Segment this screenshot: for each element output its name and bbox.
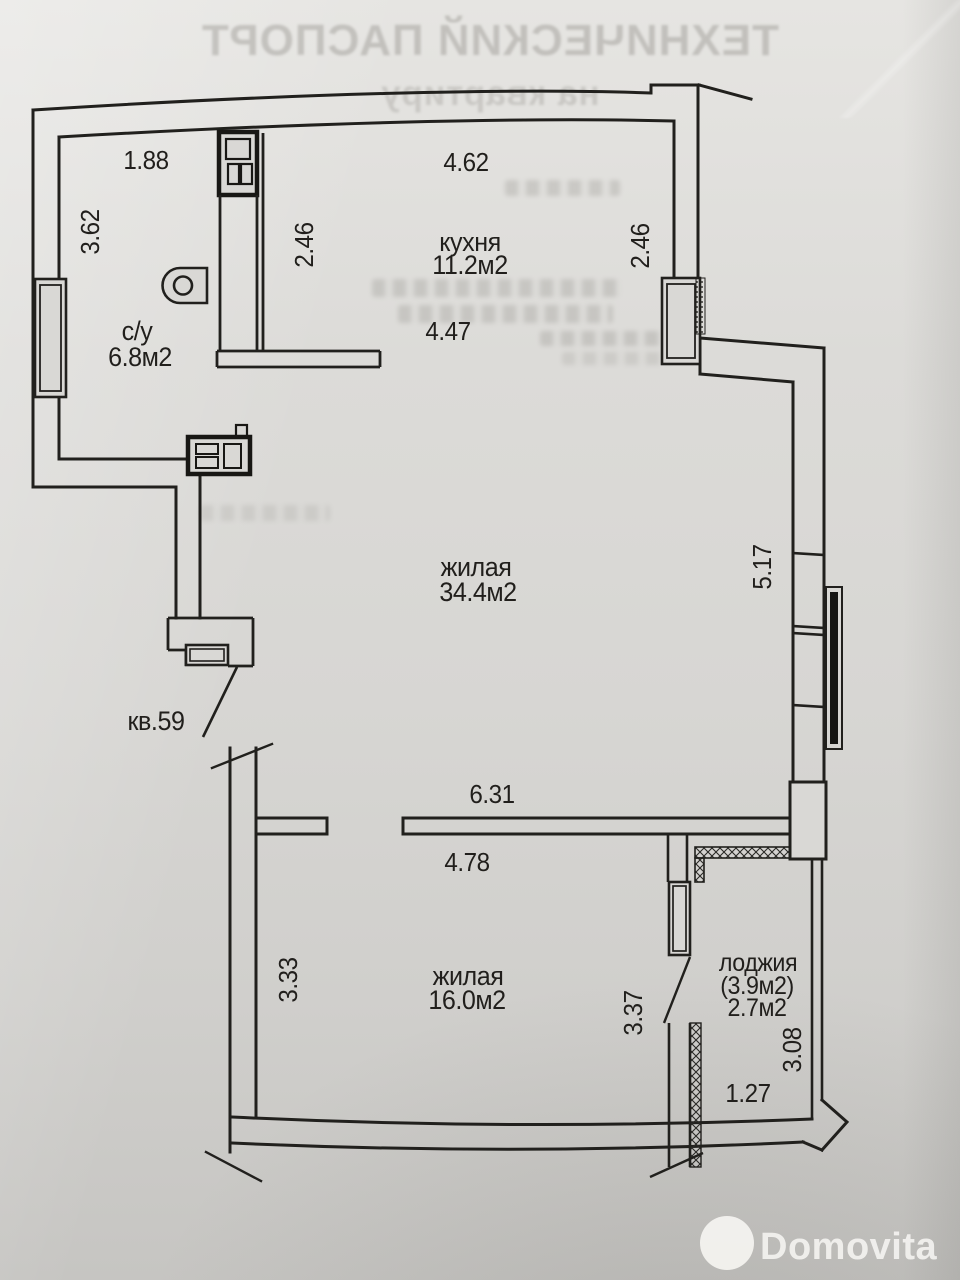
bleed-smudge bbox=[505, 180, 620, 196]
room-label-living-second-name: жилая bbox=[432, 960, 504, 991]
dim-label-1-88: 1.88 bbox=[123, 145, 169, 175]
dim-label-3-37: 3.37 bbox=[618, 990, 648, 1036]
bleed-smudge bbox=[540, 331, 690, 346]
bleed-smudge bbox=[200, 505, 330, 521]
bleed-smudge bbox=[562, 352, 670, 365]
dim-label-2-46-left: 2.46 bbox=[289, 222, 319, 268]
dim-label-1-27: 1.27 bbox=[725, 1078, 771, 1108]
room-label-living-second-area: 16.0м2 bbox=[428, 984, 506, 1015]
dim-label-3-08: 3.08 bbox=[777, 1027, 807, 1073]
room-label-loggia-name: лоджия bbox=[718, 948, 798, 977]
room-label-loggia-area: 2.7м2 bbox=[727, 993, 787, 1022]
watermark-logo-circle bbox=[700, 1216, 754, 1270]
room-label-loggia-area-gross: (3.9м2) bbox=[720, 971, 794, 1000]
room-label-bathroom-area: 6.8м2 bbox=[108, 341, 172, 372]
dim-label-6-31: 6.31 bbox=[469, 779, 515, 809]
apartment-number-label: кв.59 bbox=[127, 705, 185, 736]
room-label-bathroom-name: с/у bbox=[121, 315, 153, 346]
dim-label-4-62: 4.62 bbox=[443, 147, 489, 177]
bleed-smudge bbox=[398, 305, 613, 323]
loggia-walls bbox=[649, 834, 791, 1179]
bleed-smudge bbox=[372, 279, 622, 297]
fixtures bbox=[33, 266, 706, 477]
entry-vestibule bbox=[166, 616, 255, 738]
dim-label-4-47: 4.47 bbox=[425, 316, 471, 346]
partition-walls bbox=[254, 816, 792, 836]
dim-label-2-46-right: 2.46 bbox=[625, 223, 655, 269]
room-label-living-main-name: жилая bbox=[440, 551, 512, 582]
bottom-wall bbox=[230, 1115, 814, 1151]
paper-crease bbox=[835, 0, 960, 118]
dim-label-4-78: 4.78 bbox=[444, 847, 490, 877]
dim-label-3-62: 3.62 bbox=[75, 209, 105, 255]
room-label-kitchen-area: 11.2м2 bbox=[432, 249, 508, 280]
room-label-living-main-area: 34.4м2 bbox=[439, 576, 517, 607]
room-label-kitchen-name: кухня bbox=[439, 226, 501, 257]
outer-walls bbox=[31, 83, 826, 784]
watermark-brand-text: Domovita bbox=[760, 1226, 938, 1268]
lower-left-wall bbox=[204, 742, 274, 1183]
bathroom-kitchen-shaft bbox=[215, 129, 382, 369]
dim-label-3-33: 3.33 bbox=[273, 957, 303, 1003]
right-windows bbox=[788, 551, 850, 1153]
dim-label-5-17: 5.17 bbox=[747, 544, 777, 590]
